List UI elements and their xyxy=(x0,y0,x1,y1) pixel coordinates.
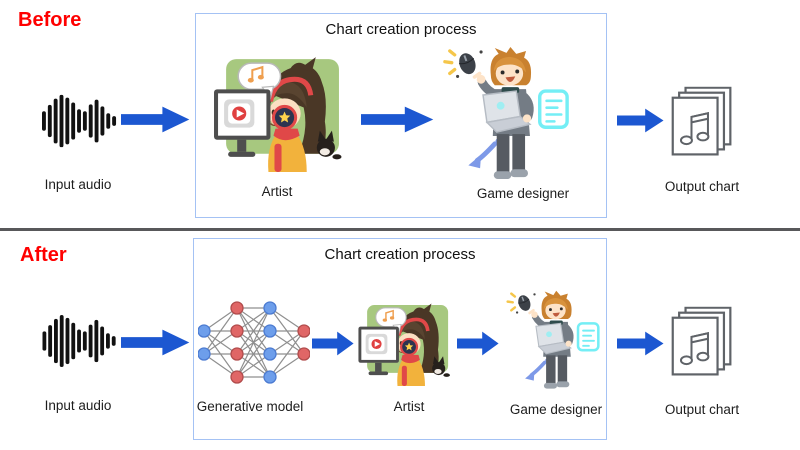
output-chart-label: Output chart xyxy=(664,179,740,194)
generative-model-label: Generative model xyxy=(196,399,304,414)
output-chart-label: Output chart xyxy=(664,402,740,417)
sheet-music-stack-icon xyxy=(670,306,734,377)
artist-label: Artist xyxy=(393,399,425,414)
arrow-right-icon xyxy=(617,108,664,133)
arrow-right-icon xyxy=(312,331,354,356)
sheet-music-stack-icon xyxy=(670,86,734,157)
section-divider xyxy=(0,228,800,231)
audio-waveform-icon xyxy=(42,94,118,148)
game-designer-illustration xyxy=(504,290,602,393)
arrow-right-icon xyxy=(121,106,190,133)
neural-network-icon xyxy=(198,301,310,385)
after-box-title: Chart creation process xyxy=(324,246,476,263)
artist-illustration xyxy=(212,55,343,172)
game-designer-label: Game designer xyxy=(509,402,603,417)
before-section-label: Before xyxy=(18,9,82,31)
artist-label: Artist xyxy=(261,184,293,199)
input-audio-label: Input audio xyxy=(44,177,112,192)
artist-illustration xyxy=(357,302,451,386)
game-designer-label: Game designer xyxy=(476,186,570,201)
arrow-right-icon xyxy=(361,106,434,133)
after-section-label: After xyxy=(20,244,67,266)
before-box-title: Chart creation process xyxy=(325,21,477,38)
arrow-right-icon xyxy=(617,331,664,356)
arrow-right-icon xyxy=(121,329,190,356)
input-audio-label: Input audio xyxy=(44,398,112,413)
audio-waveform-icon xyxy=(42,315,118,367)
game-designer-illustration xyxy=(440,46,572,185)
arrow-right-icon xyxy=(457,331,499,356)
